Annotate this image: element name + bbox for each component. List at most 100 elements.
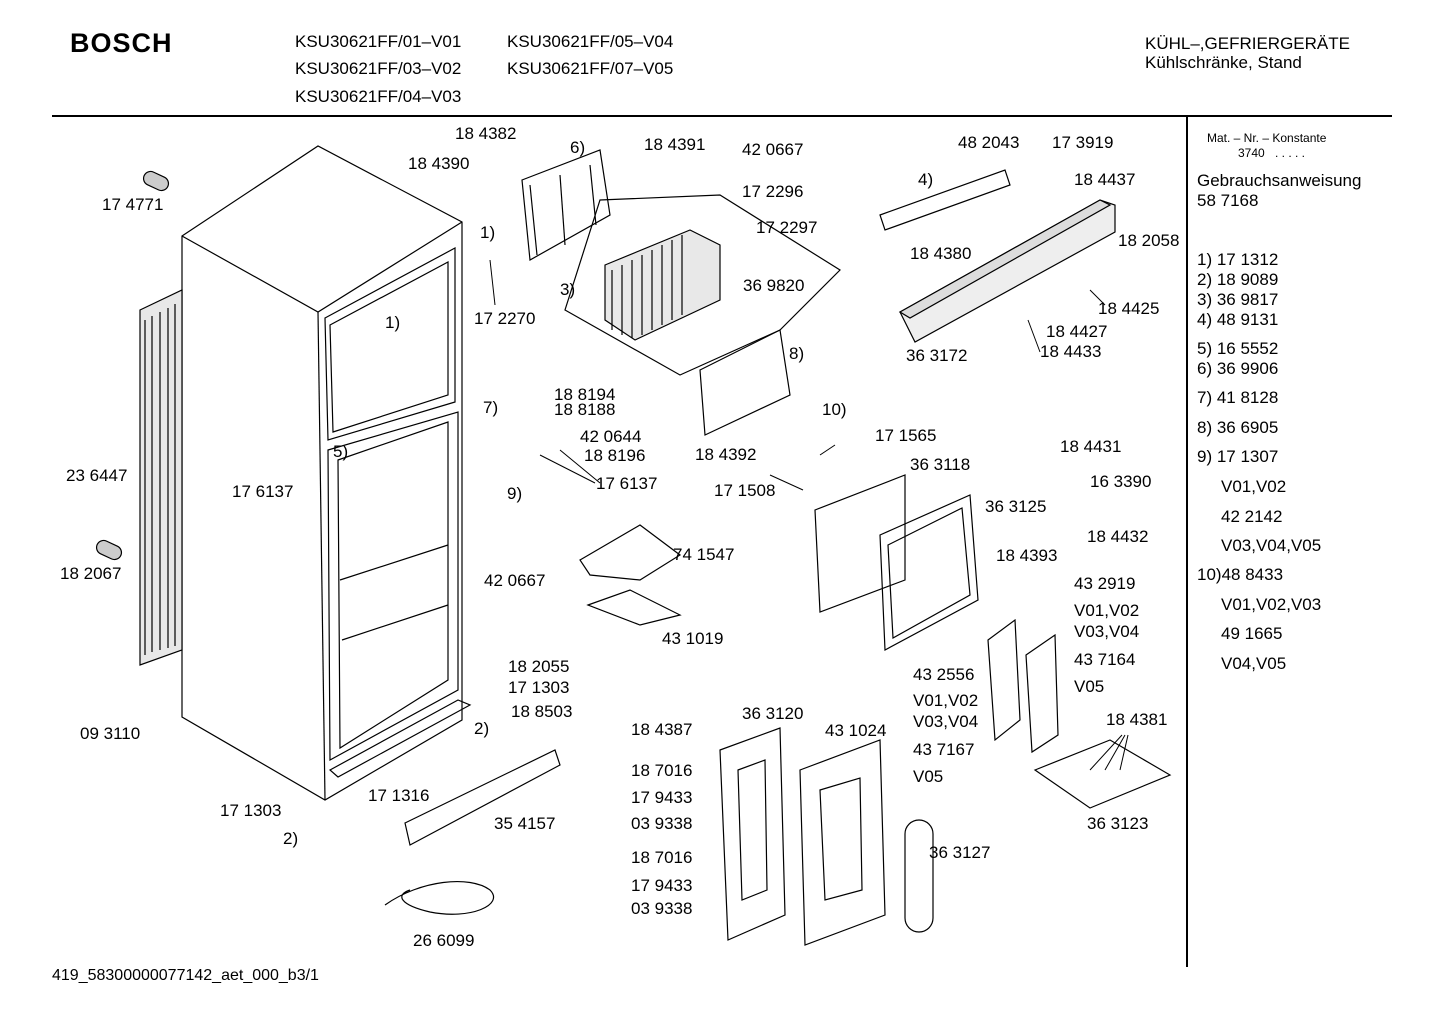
sidebar-item: 49 1665 (1221, 624, 1283, 643)
fan-duct (579, 524, 682, 581)
category-title: KÜHL–,GEFRIERGERÄTE (1145, 34, 1350, 53)
sidebar-item: 3) 36 9817 (1197, 290, 1279, 309)
sidebar-item: 1) 17 1312 (1197, 250, 1279, 269)
part-label: 9) (507, 484, 523, 503)
door-bins (987, 618, 1059, 754)
document-footer-id: 419_58300000077142_aet_000_b3/1 (52, 967, 319, 984)
part-label: 43 2556 (913, 665, 975, 684)
part-label: 17 9433 (631, 788, 693, 807)
sidebar-item: V01,V02 (1221, 477, 1287, 496)
fridge-cabinet (181, 145, 472, 801)
part-label: 03 9338 (631, 899, 693, 918)
part-label: 16 3390 (1090, 472, 1152, 491)
part-label: 74 1547 (673, 545, 735, 564)
part-label: 43 1024 (825, 721, 887, 740)
part-label: 1) (385, 313, 401, 332)
cylinder-parts (95, 170, 170, 561)
part-label: 17 4771 (102, 195, 164, 214)
mat-nr-label: Mat. – Nr. – Konstante (1207, 131, 1327, 145)
brand-logo: BOSCH (70, 28, 173, 58)
sidebar-item: 6) 36 9906 (1197, 359, 1279, 378)
base-plate (1033, 739, 1172, 809)
part-label: 18 4431 (1060, 437, 1122, 456)
part-label: 36 3125 (985, 497, 1047, 516)
sidebar-item: 7) 41 8128 (1197, 388, 1279, 407)
part-label: 17 6137 (232, 482, 294, 501)
part-label: 18 2058 (1118, 231, 1180, 250)
part-label: 36 3123 (1087, 814, 1149, 833)
part-label: 36 3127 (929, 843, 991, 862)
part-label: 18 4380 (910, 244, 972, 263)
sidebar-item: 42 2142 (1221, 507, 1283, 526)
part-label: 5) (333, 442, 349, 461)
part-label: 6) (570, 138, 586, 157)
part-label: 18 4393 (996, 546, 1058, 565)
model-number: KSU30621FF/04–V03 (295, 87, 462, 106)
part-label: 17 1508 (714, 481, 776, 500)
model-number: KSU30621FF/01–V01 (295, 32, 462, 51)
sidebar-divider (1186, 117, 1188, 967)
evaporator-frame (521, 149, 611, 261)
part-label: 1) (480, 223, 496, 242)
manual-value: 58 7168 (1197, 191, 1259, 210)
part-label: V01,V02 (913, 691, 979, 710)
part-label: 2) (283, 829, 299, 848)
part-label: 23 6447 (66, 466, 128, 485)
part-label: 18 4437 (1074, 170, 1136, 189)
part-label: 17 3919 (1052, 133, 1114, 152)
part-label: 42 0667 (742, 140, 804, 159)
part-label: 17 6137 (596, 474, 658, 493)
door-inner-panel (814, 474, 906, 613)
door-shelves (719, 727, 934, 946)
part-label: 36 3172 (906, 346, 968, 365)
part-label: 18 7016 (631, 848, 693, 867)
manual-label: Gebrauchsanweisung (1197, 171, 1362, 190)
sidebar-item: 2) 18 9089 (1197, 270, 1279, 289)
part-label: 17 1303 (508, 678, 570, 697)
leader-lines (489, 259, 1129, 771)
part-label: 3) (560, 280, 576, 299)
part-label: 17 9433 (631, 876, 693, 895)
part-label: V03,V04 (1074, 622, 1140, 641)
part-label: 43 2919 (1074, 574, 1136, 593)
part-label: 7) (483, 398, 499, 417)
part-label: 18 4387 (631, 720, 693, 739)
model-number: KSU30621FF/05–V04 (507, 32, 674, 51)
part-label: 17 1303 (220, 801, 282, 820)
part-label: 18 4425 (1098, 299, 1160, 318)
part-label: 8) (789, 344, 805, 363)
part-label: 36 3118 (910, 455, 971, 474)
sidebar-item: 8) 36 6905 (1197, 418, 1279, 437)
part-label: 18 7016 (631, 761, 693, 780)
part-label: 43 7167 (913, 740, 975, 759)
sidebar-item: 9) 17 1307 (1197, 447, 1279, 466)
part-label: 4) (918, 170, 934, 189)
sidebar-item: V04,V05 (1221, 654, 1287, 673)
sidebar-item: 4) 48 9131 (1197, 310, 1279, 329)
part-label: V05 (1074, 677, 1105, 696)
sidebar-item: V03,V04,V05 (1221, 536, 1322, 555)
category-subtitle: Kühlschränke, Stand (1145, 53, 1302, 72)
part-label: 18 2067 (60, 564, 122, 583)
part-label: 18 8188 (554, 400, 616, 419)
model-number: KSU30621FF/03–V02 (295, 59, 462, 78)
mat-nr-value: 3740 (1238, 146, 1265, 160)
part-label: 2) (474, 719, 490, 738)
header-divider (52, 115, 1392, 117)
part-label: 18 8196 (584, 446, 646, 465)
part-label: 18 4433 (1040, 342, 1102, 361)
part-label: 18 4382 (455, 124, 517, 143)
model-number: KSU30621FF/07–V05 (507, 59, 674, 78)
part-label: 43 7164 (1074, 650, 1136, 669)
part-label: 18 4390 (408, 154, 470, 173)
door-seal-panel (879, 494, 979, 651)
part-label: 18 2055 (508, 657, 570, 676)
part-label: 36 9820 (743, 276, 805, 295)
part-label: 17 2297 (756, 218, 818, 237)
control-panel (879, 169, 1116, 343)
sidebar-item: 5) 16 5552 (1197, 339, 1279, 358)
part-label: 17 1565 (875, 426, 937, 445)
part-label: 26 6099 (413, 931, 475, 950)
part-label: 03 9338 (631, 814, 693, 833)
